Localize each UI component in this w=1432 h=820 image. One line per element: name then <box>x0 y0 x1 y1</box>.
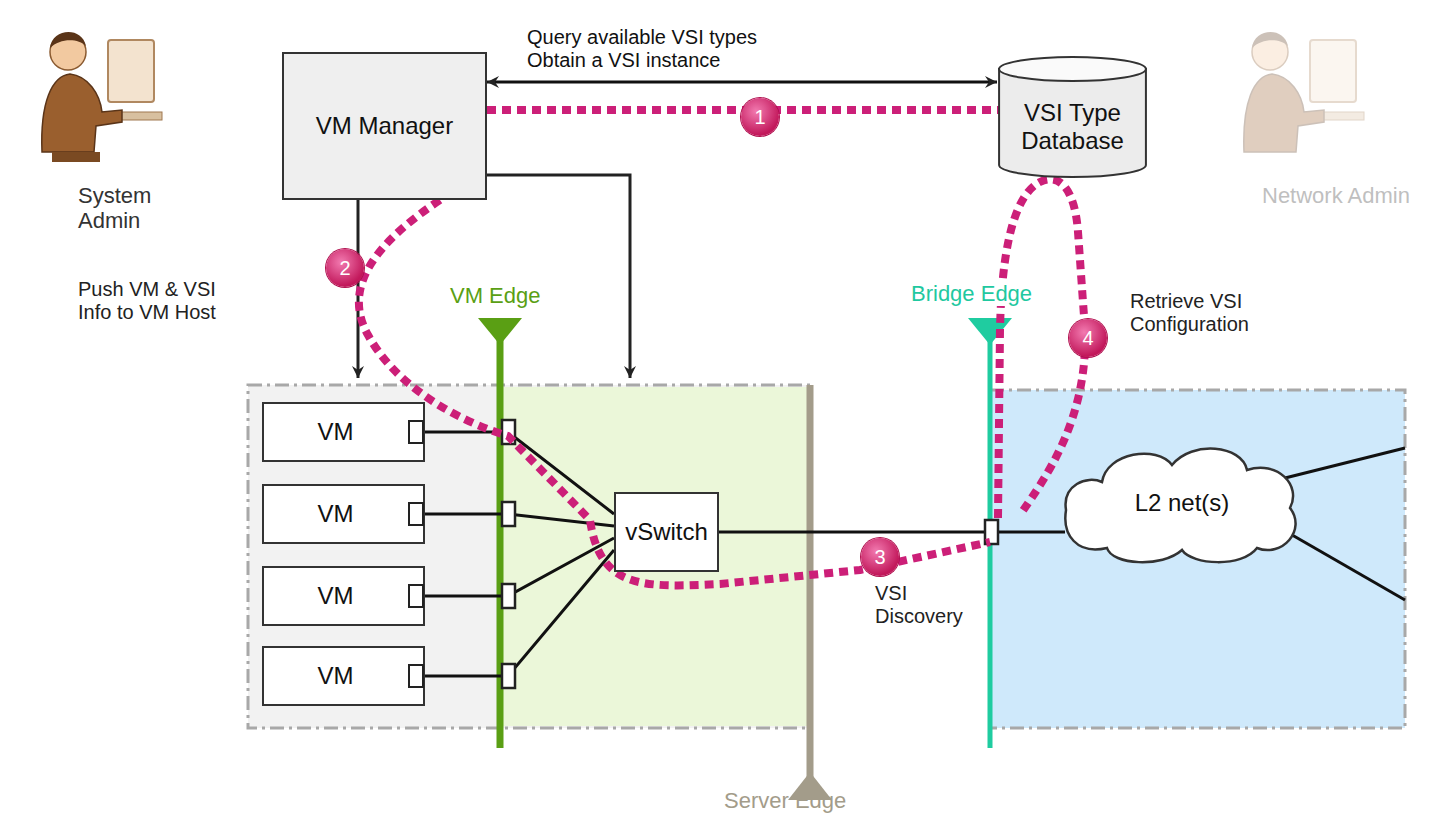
database-cylinder: VSI Type Database <box>997 55 1148 180</box>
torso <box>1244 74 1324 152</box>
role-label: Network Admin <box>1262 183 1410 208</box>
step-note: Push VM & VSI Info to VM Host <box>78 278 228 324</box>
connector-line <box>719 531 1065 534</box>
edge-port <box>502 664 515 688</box>
vm-box: VM <box>262 646 425 706</box>
vswitch-box: vSwitch <box>614 492 719 572</box>
callout-number: 4 <box>1069 319 1107 357</box>
step-note: Retrieve VSI Configuration <box>1130 290 1330 336</box>
monitor <box>1310 40 1356 102</box>
server-edge-line <box>807 385 814 780</box>
node-label: VSI Type Database <box>1005 99 1140 154</box>
node-texts: VM <box>318 582 354 610</box>
node-texts: VM <box>318 662 354 690</box>
edge-name: Server Edge <box>724 788 846 813</box>
connector-line <box>425 550 614 676</box>
edge-label: Query available VSI types Obtain a VSI i… <box>527 26 797 72</box>
node-texts: VM <box>318 500 354 528</box>
vm-port <box>408 584 424 608</box>
edge-port <box>502 584 515 608</box>
node-label: VM <box>318 500 354 528</box>
edge-port <box>502 502 515 526</box>
node-texts: VM <box>318 418 354 446</box>
vm-port <box>408 420 424 444</box>
connector-line <box>425 538 614 596</box>
vm-edge-marker <box>478 318 522 345</box>
callout-number: 3 <box>861 538 899 576</box>
hair <box>1252 32 1288 48</box>
vm-port <box>408 502 424 526</box>
cylinder-body <box>999 69 1146 177</box>
vm-host-region <box>248 385 810 728</box>
node-label: VM <box>318 418 354 446</box>
node-texts: L2 net(s) <box>1135 489 1230 517</box>
vm-port <box>408 664 424 688</box>
manager-box: VM Manager <box>282 52 487 200</box>
cylinder-top <box>999 57 1146 81</box>
edge-name: Bridge Edge <box>908 281 1035 306</box>
node-label: VM <box>318 582 354 610</box>
bridge-region <box>990 390 1405 728</box>
callout-number: 2 <box>326 249 364 287</box>
hair <box>50 32 86 48</box>
node-texts: vSwitch <box>625 518 708 546</box>
node-texts: VSI Type Database <box>1005 99 1140 154</box>
vm-box: VM <box>262 484 425 544</box>
role-label: System Admin <box>78 183 168 234</box>
push-arrow <box>487 175 630 378</box>
vm-box: VM <box>262 566 425 626</box>
network-cloud: L2 net(s) <box>1062 440 1302 565</box>
node-label: VM <box>318 662 354 690</box>
system-admin-icon <box>42 32 162 162</box>
node-label: VM Manager <box>316 112 453 140</box>
vswitch-region <box>502 387 808 726</box>
bridge-edge-marker <box>968 318 1012 345</box>
node-label: vSwitch <box>625 518 708 546</box>
vm-box: VM <box>262 402 425 462</box>
network-wire <box>1280 528 1405 600</box>
callout-number: 1 <box>741 98 779 136</box>
edge-name: VM Edge <box>447 283 544 308</box>
connector-line <box>487 81 997 84</box>
torso <box>42 74 122 152</box>
node-texts: VM Manager <box>316 112 453 140</box>
network-wire <box>1285 448 1405 478</box>
chair <box>52 152 100 162</box>
flow-path-2-3 <box>359 200 990 585</box>
cloud-shape <box>1065 449 1295 563</box>
node-label: L2 net(s) <box>1135 489 1230 517</box>
step-note: VSI Discovery <box>872 582 983 628</box>
network-admin-icon <box>1244 32 1364 152</box>
monitor <box>108 40 154 102</box>
